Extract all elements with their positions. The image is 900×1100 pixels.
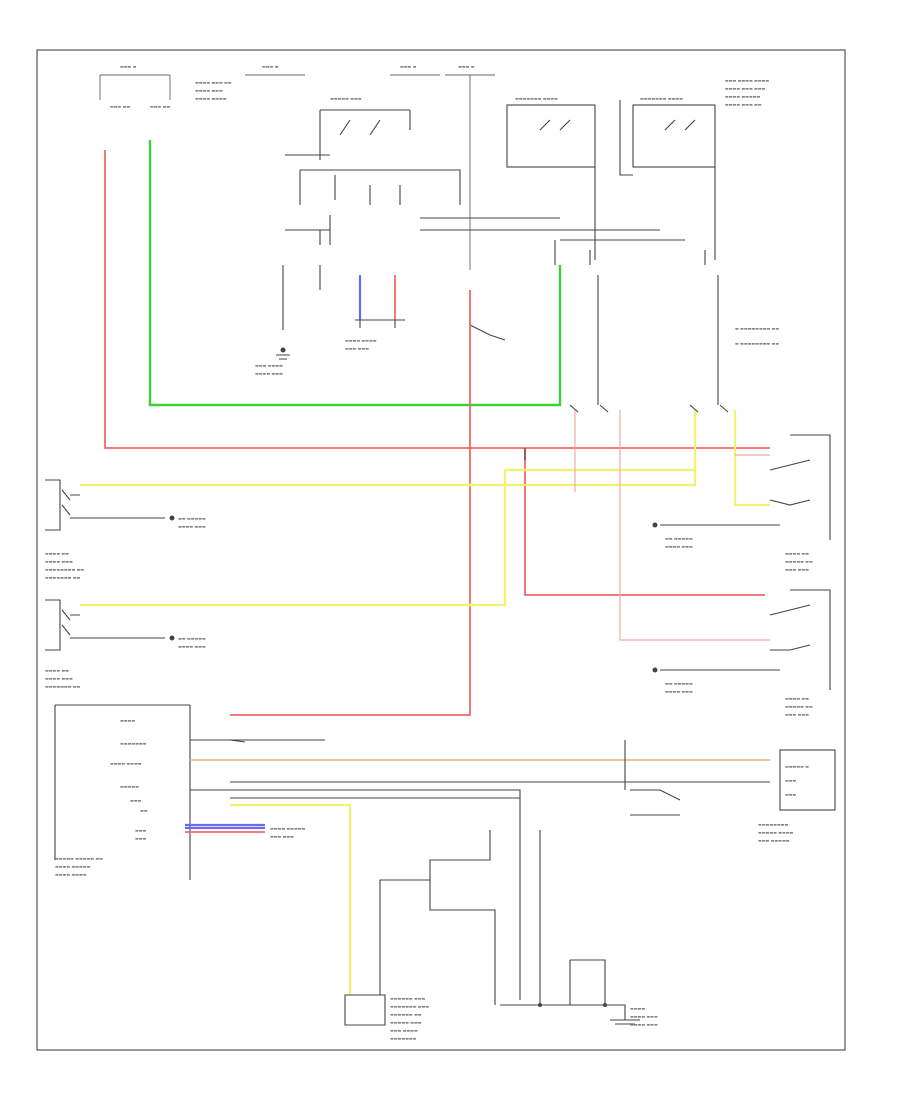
svg-text:▬▬▬▬▬: ▬▬▬▬▬ xyxy=(120,784,139,789)
svg-text:▬▬▬▬▬▬▬ ▬▬▬▬: ▬▬▬▬▬▬▬ ▬▬▬▬ xyxy=(640,96,683,101)
svg-text:▬▬▬ ▬▬▬: ▬▬▬ ▬▬▬ xyxy=(785,567,809,572)
svg-text:▬▬▬ ▬: ▬▬▬ ▬ xyxy=(400,64,417,69)
svg-text:▬▬▬▬▬ ▬▬▬▬: ▬▬▬▬▬ ▬▬▬▬ xyxy=(758,830,794,835)
svg-text:▬▬▬ ▬▬: ▬▬▬ ▬▬ xyxy=(110,104,130,109)
svg-text:▬▬▬ ▬▬▬▬ ▬▬▬▬: ▬▬▬ ▬▬▬▬ ▬▬▬▬ xyxy=(725,78,769,83)
svg-text:▬▬▬: ▬▬▬ xyxy=(130,798,142,803)
power-wire-branch xyxy=(524,448,765,596)
ignition-relay-1 xyxy=(506,104,596,168)
svg-text:▬▬▬▬▬▬▬ ▬▬▬: ▬▬▬▬▬▬▬ ▬▬▬ xyxy=(390,1004,429,1009)
svg-text:▬▬▬▬ ▬▬▬: ▬▬▬▬ ▬▬▬ xyxy=(255,371,283,376)
svg-text:▬▬▬ ▬▬▬: ▬▬▬ ▬▬▬ xyxy=(785,712,809,717)
svg-text:▬ ▬▬▬▬▬▬▬▬ ▬▬: ▬ ▬▬▬▬▬▬▬▬ ▬▬ xyxy=(735,326,779,331)
svg-text:▬▬▬▬ ▬▬▬ ▬▬▬: ▬▬▬▬ ▬▬▬ ▬▬▬ xyxy=(725,86,766,91)
svg-text:▬▬▬: ▬▬▬ xyxy=(785,778,797,783)
svg-text:▬▬ ▬▬▬▬▬: ▬▬ ▬▬▬▬▬ xyxy=(178,516,206,521)
relay-contacts-mid xyxy=(569,404,729,413)
svg-text:▬▬▬▬▬▬▬▬: ▬▬▬▬▬▬▬▬ xyxy=(758,822,788,827)
svg-text:▬▬▬ ▬▬▬▬: ▬▬▬ ▬▬▬▬ xyxy=(390,1028,418,1033)
svg-text:▬▬▬▬▬ ▬▬: ▬▬▬▬▬ ▬▬ xyxy=(785,704,813,709)
svg-text:▬▬▬▬▬▬ ▬▬▬: ▬▬▬▬▬▬ ▬▬▬ xyxy=(390,996,426,1001)
svg-text:▬▬▬▬ ▬▬▬▬▬: ▬▬▬▬ ▬▬▬▬▬ xyxy=(270,826,306,831)
green-signal-wire xyxy=(148,140,562,407)
svg-text:▬▬▬▬▬▬▬▬ ▬▬: ▬▬▬▬▬▬▬▬ ▬▬ xyxy=(45,567,84,572)
svg-text:▬▬▬▬▬ ▬▬▬: ▬▬▬▬▬ ▬▬▬ xyxy=(330,96,362,101)
diagram-frame xyxy=(36,49,846,1051)
oxygen-sensor-upper xyxy=(45,479,175,531)
ground-point xyxy=(280,347,286,353)
svg-text:▬▬▬▬: ▬▬▬▬ xyxy=(630,1006,645,1011)
svg-text:▬▬ ▬▬▬▬▬: ▬▬ ▬▬▬▬▬ xyxy=(665,681,693,686)
svg-text:▬▬▬▬▬ ▬: ▬▬▬▬▬ ▬ xyxy=(785,764,809,769)
svg-text:▬▬▬ ▬▬▬▬: ▬▬▬ ▬▬▬▬ xyxy=(255,363,283,368)
svg-text:▬▬▬: ▬▬▬ xyxy=(785,792,797,797)
svg-text:▬▬▬▬ ▬▬▬: ▬▬▬▬ ▬▬▬ xyxy=(178,524,206,529)
svg-text:▬▬▬▬ ▬▬▬: ▬▬▬▬ ▬▬▬ xyxy=(195,88,223,93)
air-fuel-sensor-lower xyxy=(652,589,831,690)
oxygen-sensor-lower xyxy=(45,599,175,651)
svg-text:▬▬▬▬ ▬▬▬ ▬▬: ▬▬▬▬ ▬▬▬ ▬▬ xyxy=(725,102,762,107)
svg-text:▬▬▬▬ ▬▬▬: ▬▬▬▬ ▬▬▬ xyxy=(665,689,693,694)
ignition-relay-2 xyxy=(619,100,716,176)
svg-text:▬▬▬▬ ▬▬▬▬▬: ▬▬▬▬ ▬▬▬▬▬ xyxy=(725,94,761,99)
svg-text:▬▬▬▬ ▬▬▬▬▬: ▬▬▬▬ ▬▬▬▬▬ xyxy=(55,864,91,869)
accel-pedal-sensor xyxy=(624,740,836,816)
svg-text:▬▬▬▬▬▬▬ ▬▬: ▬▬▬▬▬▬▬ ▬▬ xyxy=(45,684,81,689)
svg-text:▬▬▬ ▬▬▬▬▬: ▬▬▬ ▬▬▬▬▬ xyxy=(758,838,790,843)
svg-text:▬▬▬ ▬▬▬: ▬▬▬ ▬▬▬ xyxy=(345,346,369,351)
yellow-signal-wire-3 xyxy=(733,410,770,507)
svg-text:▬▬▬▬ ▬▬▬▬: ▬▬▬▬ ▬▬▬▬ xyxy=(55,872,87,877)
svg-text:▬▬▬▬▬ ▬▬▬▬▬ ▬▬: ▬▬▬▬▬ ▬▬▬▬▬ ▬▬ xyxy=(55,856,103,861)
svg-text:▬▬▬▬ ▬▬▬: ▬▬▬▬ ▬▬▬ xyxy=(665,544,693,549)
svg-text:▬▬▬▬▬▬▬ ▬▬: ▬▬▬▬▬▬▬ ▬▬ xyxy=(45,575,81,580)
relay-block-left xyxy=(285,109,461,245)
air-fuel-sensor-upper xyxy=(652,434,831,540)
svg-text:▬▬▬▬ ▬▬: ▬▬▬▬ ▬▬ xyxy=(785,696,809,701)
top-fuse-relay-area xyxy=(99,74,716,270)
svg-text:▬▬▬▬ ▬▬▬▬: ▬▬▬▬ ▬▬▬▬ xyxy=(110,761,142,766)
yellow-signal-wire-2 xyxy=(80,468,695,607)
svg-text:▬▬▬▬▬ ▬▬▬: ▬▬▬▬▬ ▬▬▬ xyxy=(390,1020,422,1025)
svg-text:▬▬▬ ▬: ▬▬▬ ▬ xyxy=(120,64,137,69)
svg-text:▬▬▬▬ ▬▬▬▬: ▬▬▬▬ ▬▬▬▬ xyxy=(345,338,377,343)
svg-text:▬▬▬▬ ▬▬▬: ▬▬▬▬ ▬▬▬ xyxy=(630,1014,658,1019)
svg-text:▬ ▬▬▬▬▬▬▬▬ ▬▬: ▬ ▬▬▬▬▬▬▬▬ ▬▬ xyxy=(735,341,779,346)
label-marks: ▬▬▬ ▬ ▬▬▬ ▬ ▬▬▬ ▬ ▬▬▬ ▬ ▬▬▬ ▬▬▬▬ ▬▬▬▬ ▬▬… xyxy=(45,64,813,1041)
svg-text:▬▬▬▬▬▬▬ ▬▬▬▬: ▬▬▬▬▬▬▬ ▬▬▬▬ xyxy=(515,96,558,101)
svg-text:▬▬▬▬ ▬▬: ▬▬▬▬ ▬▬ xyxy=(45,551,69,556)
svg-text:▬▬▬: ▬▬▬ xyxy=(135,836,147,841)
svg-text:▬▬▬ ▬▬▬: ▬▬▬ ▬▬▬ xyxy=(270,834,294,839)
svg-text:▬▬ ▬▬▬▬▬: ▬▬ ▬▬▬▬▬ xyxy=(665,536,693,541)
svg-text:▬▬▬▬ ▬▬: ▬▬▬▬ ▬▬ xyxy=(45,668,69,673)
svg-text:▬▬: ▬▬ xyxy=(140,808,148,813)
power-wire-main xyxy=(104,150,770,449)
svg-text:▬▬▬ ▬: ▬▬▬ ▬ xyxy=(262,64,279,69)
svg-text:▬▬▬▬ ▬▬▬: ▬▬▬▬ ▬▬▬ xyxy=(630,1022,658,1027)
svg-text:▬▬▬▬ ▬▬: ▬▬▬▬ ▬▬ xyxy=(785,551,809,556)
connector-row-upper xyxy=(276,265,719,405)
svg-text:▬▬▬▬▬ ▬▬: ▬▬▬▬▬ ▬▬ xyxy=(785,559,813,564)
svg-text:▬▬▬ ▬▬: ▬▬▬ ▬▬ xyxy=(150,104,170,109)
svg-text:▬▬▬▬ ▬▬▬: ▬▬▬▬ ▬▬▬ xyxy=(178,644,206,649)
svg-text:▬▬▬▬ ▬▬▬▬: ▬▬▬▬ ▬▬▬▬ xyxy=(195,96,227,101)
ground-network xyxy=(344,830,640,1026)
power-wire-ecm xyxy=(230,290,471,716)
svg-text:▬▬▬▬▬▬▬: ▬▬▬▬▬▬▬ xyxy=(390,1036,417,1041)
svg-text:▬▬▬▬ ▬▬▬: ▬▬▬▬ ▬▬▬ xyxy=(45,559,73,564)
ecm-block xyxy=(54,704,770,1000)
svg-text:▬▬▬▬ ▬▬▬: ▬▬▬▬ ▬▬▬ xyxy=(45,676,73,681)
svg-text:▬▬▬▬▬▬▬: ▬▬▬▬▬▬▬ xyxy=(120,741,147,746)
svg-text:▬▬▬: ▬▬▬ xyxy=(135,828,147,833)
svg-text:▬▬▬▬▬▬ ▬▬: ▬▬▬▬▬▬ ▬▬ xyxy=(390,1012,422,1017)
svg-text:▬▬▬ ▬: ▬▬▬ ▬ xyxy=(458,64,475,69)
yellow-signal-wire-4 xyxy=(230,803,352,995)
svg-text:▬▬▬▬ ▬▬▬ ▬▬: ▬▬▬▬ ▬▬▬ ▬▬ xyxy=(195,80,232,85)
yellow-signal-wire-1 xyxy=(80,410,697,487)
svg-text:▬▬ ▬▬▬▬▬: ▬▬ ▬▬▬▬▬ xyxy=(178,636,206,641)
svg-text:▬▬▬▬: ▬▬▬▬ xyxy=(120,718,135,723)
